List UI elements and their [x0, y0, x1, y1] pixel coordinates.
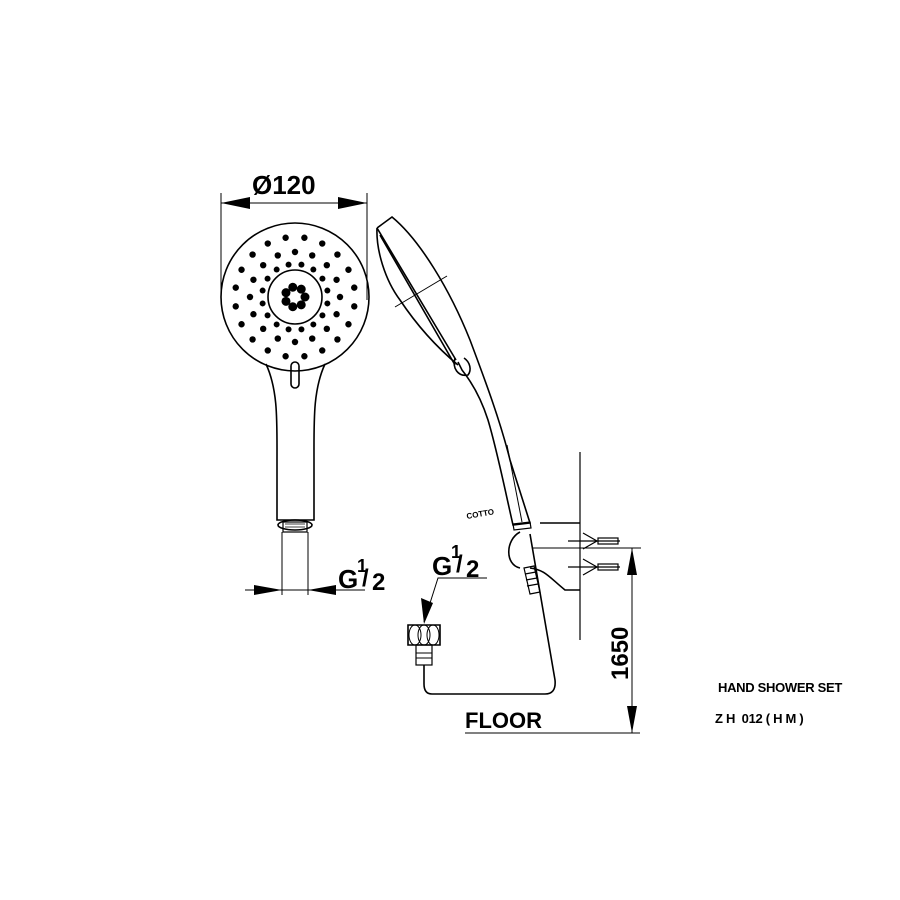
model-code: Z H 012 ( H M ) [715, 711, 804, 726]
thread-label-num: 1 [357, 556, 367, 576]
inlet-thread-den: 2 [466, 556, 479, 583]
thread-label-g: G [338, 564, 358, 594]
product-title: HAND SHOWER SET [718, 680, 843, 695]
front-view [220, 193, 370, 595]
diameter-label: Ø120 [252, 170, 316, 200]
inlet-thread-slash: / [456, 551, 463, 578]
height-dimension-label: 1650 [607, 627, 634, 680]
inlet-thread-num: 1 [451, 542, 461, 562]
thread-label-den: 2 [372, 569, 385, 596]
floor-label: FLOOR [465, 708, 542, 733]
brand-mark: COTTO [466, 507, 495, 521]
thread-slash: / [362, 565, 369, 592]
side-view [376, 215, 641, 734]
inlet-thread-g: G [432, 551, 452, 581]
nozzle-dots [232, 234, 358, 360]
